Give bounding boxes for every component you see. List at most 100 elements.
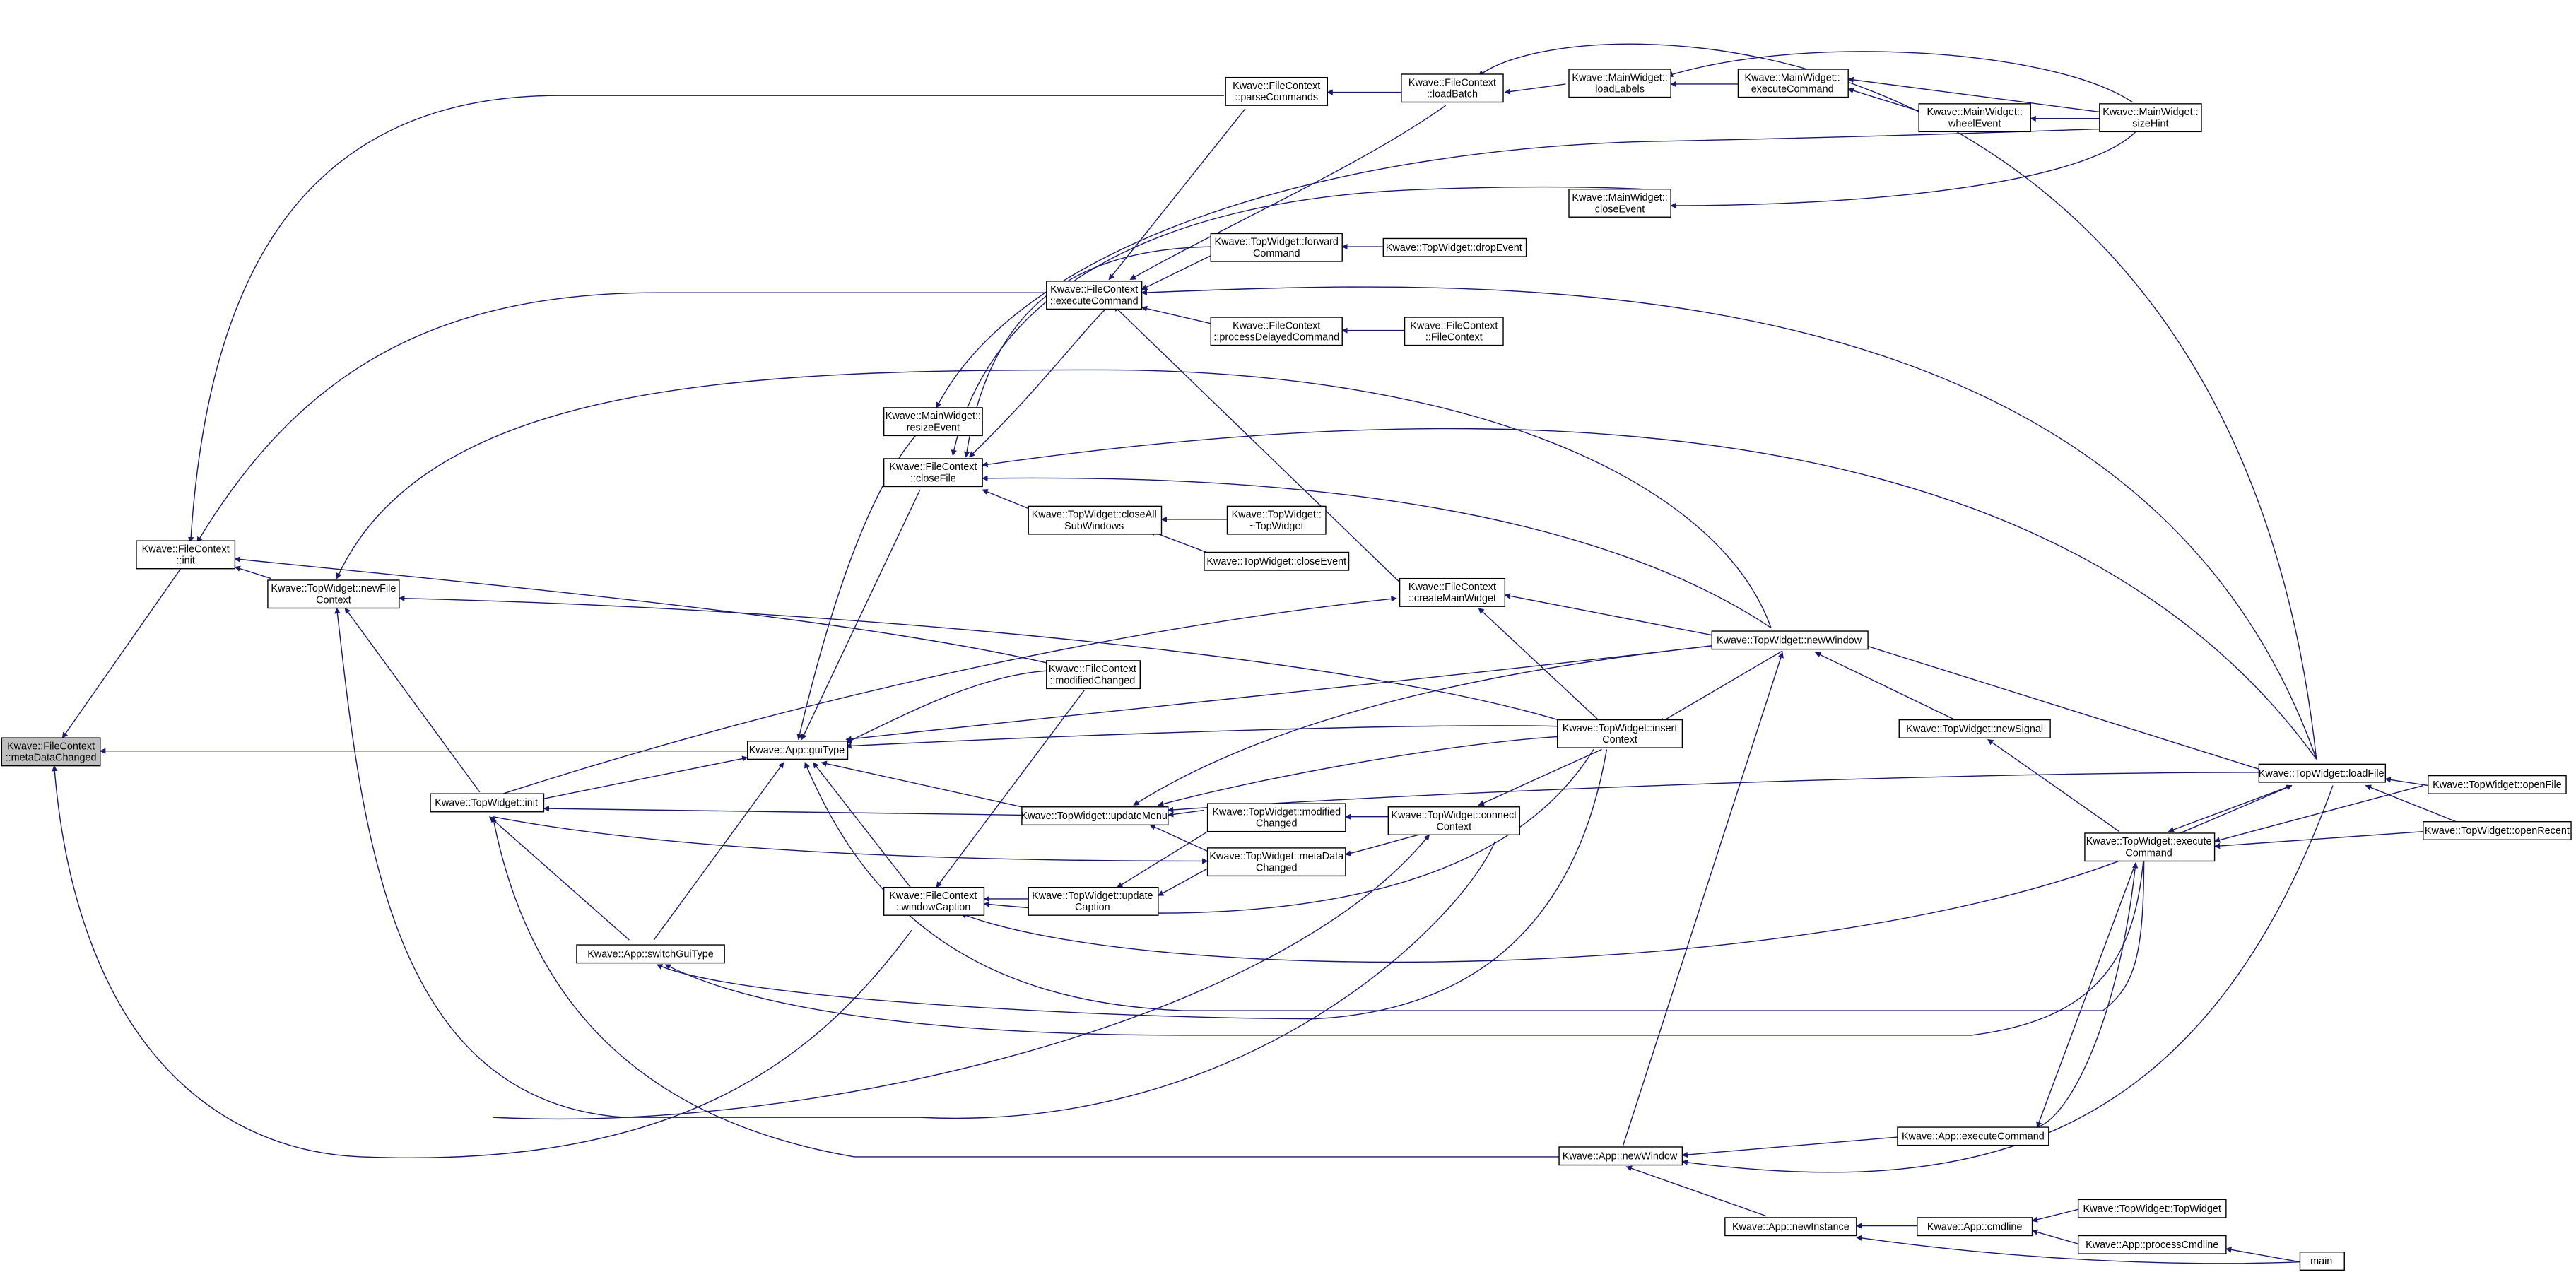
node-filecontext-closefile[interactable]: Kwave::FileContext ::closeFile — [883, 458, 983, 488]
node-topwidget-modifiedchanged[interactable]: Kwave::TopWidget::modified Changed — [1206, 803, 1346, 832]
edge — [1623, 652, 1784, 1146]
call-edges — [52, 43, 2465, 1264]
edge — [1141, 305, 1213, 325]
edge — [234, 556, 1052, 665]
node-label: Kwave::TopWidget::updateMenu — [1021, 811, 1167, 822]
edge — [2036, 862, 2136, 1128]
node-mainwidget-sizehint[interactable]: Kwave::MainWidget:: sizeHint — [2099, 103, 2202, 133]
node-label: Kwave::MainWidget:: — [1572, 192, 1667, 204]
edge — [1158, 867, 1210, 896]
node-label: Command — [1253, 248, 1300, 259]
node-app-processcmdline[interactable]: Kwave::App::processCmdline — [2077, 1235, 2227, 1254]
node-filecontext-loadbatch[interactable]: Kwave::FileContext ::loadBatch — [1401, 73, 1504, 103]
node-filecontext-constructor[interactable]: Kwave::FileContext ::FileContext — [1404, 317, 1504, 346]
edge — [2225, 1247, 2300, 1263]
node-label: ::createMainWidget — [1408, 593, 1496, 604]
node-topwidget-newsignal[interactable]: Kwave::TopWidget::newSignal — [1898, 719, 2051, 738]
edge — [1504, 83, 1566, 95]
edge — [1167, 809, 1205, 818]
node-filecontext-init[interactable]: Kwave::FileContext ::init — [136, 540, 236, 570]
node-topwidget-updatecaption[interactable]: Kwave::TopWidget::update Caption — [1028, 886, 1159, 916]
node-label: Kwave::App::cmdline — [1927, 1221, 2023, 1232]
node-app-executecommand[interactable]: Kwave::App::executeCommand — [1897, 1126, 2049, 1146]
node-filecontext-createmainwidget[interactable]: Kwave::FileContext ::createMainWidget — [1399, 577, 1506, 607]
node-label: ::modifiedChanged — [1049, 675, 1135, 686]
node-topwidget-loadfile[interactable]: Kwave::TopWidget::loadFile — [2258, 763, 2387, 783]
node-mainwidget-loadlabels[interactable]: Kwave::MainWidget:: loadLabels — [1568, 69, 1671, 98]
node-main[interactable]: main — [2299, 1252, 2345, 1271]
node-label: wheelEvent — [1948, 118, 2001, 129]
node-topwidget-init[interactable]: Kwave::TopWidget::init — [430, 793, 545, 813]
edge — [490, 816, 1561, 1158]
node-label: Kwave::App::guiType — [749, 745, 845, 756]
node-label: Kwave::TopWidget::newSignal — [1906, 724, 2043, 735]
edge — [187, 95, 1224, 543]
node-topwidget-closeevent[interactable]: Kwave::TopWidget::closeEvent — [1204, 551, 1350, 571]
node-topwidget-forwardcommand[interactable]: Kwave::TopWidget::forward Command — [1210, 233, 1343, 262]
edge — [1129, 105, 1447, 281]
node-label: Kwave::TopWidget::metaData — [1209, 851, 1344, 862]
node-label: Kwave::TopWidget::modified — [1212, 806, 1341, 818]
node-topwidget-openfile[interactable]: Kwave::TopWidget::openFile — [2428, 775, 2567, 794]
node-app-switchguitype[interactable]: Kwave::App::switchGuiType — [576, 944, 725, 964]
node-filecontext-modifiedchanged[interactable]: Kwave::FileContext ::modifiedChanged — [1046, 660, 1141, 690]
node-label: executeCommand — [1751, 84, 1834, 95]
node-topwidget-metadatachanged[interactable]: Kwave::TopWidget::metaData Changed — [1206, 847, 1346, 877]
node-topwidget-newwindow[interactable]: Kwave::TopWidget::newWindow — [1711, 630, 1869, 650]
node-topwidget-destructor[interactable]: Kwave::TopWidget:: ~TopWidget — [1226, 505, 1327, 535]
edge — [493, 816, 1208, 864]
edge — [845, 670, 1052, 743]
node-app-newwindow[interactable]: Kwave::App::newWindow — [1558, 1146, 1683, 1166]
edge — [1478, 748, 1602, 806]
edge — [845, 643, 1725, 742]
edge — [657, 749, 1608, 1020]
edge — [543, 755, 748, 799]
node-topwidget-connectcontext[interactable]: Kwave::TopWidget::connect Context — [1387, 806, 1520, 835]
node-filecontext-executecommand[interactable]: Kwave::FileContext ::executeCommand — [1046, 281, 1143, 310]
node-filecontext-parsecommands[interactable]: Kwave::FileContext ::parseCommands — [1225, 76, 1328, 106]
node-mainwidget-wheelevent[interactable]: Kwave::MainWidget:: wheelEvent — [1918, 103, 2031, 133]
node-label: Command — [2125, 848, 2172, 859]
node-label: Context — [1602, 734, 1637, 746]
node-topwidget-openrecent[interactable]: Kwave::TopWidget::openRecent — [2423, 820, 2572, 840]
node-label: Kwave::TopWidget::openFile — [2433, 779, 2562, 791]
node-app-guitype[interactable]: Kwave::App::guiType — [747, 741, 849, 760]
node-label: Caption — [1075, 902, 1110, 913]
node-mainwidget-closeevent[interactable]: Kwave::MainWidget:: closeEvent — [1568, 189, 1671, 218]
node-filecontext-processdelayedcommand[interactable]: Kwave::FileContext ::processDelayedComma… — [1210, 317, 1343, 346]
edge — [2384, 777, 2428, 787]
node-metadata-changed[interactable]: Kwave::FileContext ::metaDataChanged — [1, 737, 101, 767]
node-topwidget-executecommand[interactable]: Kwave::TopWidget::execute Command — [2084, 832, 2216, 862]
node-label: resizeEvent — [907, 422, 960, 433]
node-label: Kwave::FileContext — [1408, 582, 1496, 593]
node-label: Kwave::TopWidget::connect — [1391, 810, 1517, 821]
node-label: Kwave::FileContext — [1233, 320, 1320, 331]
node-mainwidget-executecommand[interactable]: Kwave::MainWidget:: executeCommand — [1737, 69, 1849, 98]
node-label: Kwave::FileContext — [1050, 284, 1138, 295]
edge — [1478, 607, 1602, 724]
node-label: Kwave::TopWidget::closeAll — [1032, 510, 1157, 521]
edge — [1860, 642, 2259, 770]
node-label: Kwave::App::switchGuiType — [587, 948, 714, 960]
node-label: Kwave::MainWidget:: — [886, 411, 981, 422]
node-topwidget-insertcontext[interactable]: Kwave::TopWidget::insert Context — [1557, 719, 1683, 748]
node-topwidget-dropevent[interactable]: Kwave::TopWidget::dropEvent — [1382, 237, 1527, 257]
node-topwidget-constructor[interactable]: Kwave::TopWidget::TopWidget — [2077, 1199, 2227, 1218]
edge — [2213, 784, 2423, 843]
edge — [1681, 1136, 1898, 1158]
node-topwidget-updatemenu[interactable]: Kwave::TopWidget::updateMenu — [1021, 806, 1169, 826]
edge — [493, 596, 1397, 798]
node-filecontext-windowcaption[interactable]: Kwave::FileContext ::windowCaption — [883, 886, 985, 916]
node-label: Kwave::MainWidget:: — [2102, 107, 2198, 118]
node-label: Kwave::FileContext — [142, 543, 230, 555]
edge — [1625, 1165, 1767, 1217]
node-label: Kwave::FileContext — [1408, 77, 1496, 88]
node-topwidget-closeallsubwindows[interactable]: Kwave::TopWidget::closeAll SubWindows — [1028, 505, 1163, 535]
node-label: Kwave::TopWidget::loadFile — [2259, 768, 2384, 779]
node-app-cmdline[interactable]: Kwave::App::cmdline — [1917, 1217, 2033, 1237]
node-mainwidget-resizeevent[interactable]: Kwave::MainWidget:: resizeEvent — [883, 407, 983, 437]
node-app-newinstance[interactable]: Kwave::App::newInstance — [1724, 1217, 1857, 1237]
node-label: Kwave::TopWidget::TopWidget — [2083, 1204, 2221, 1215]
node-topwidget-newfilecontext[interactable]: Kwave::TopWidget::newFile Context — [267, 579, 400, 609]
